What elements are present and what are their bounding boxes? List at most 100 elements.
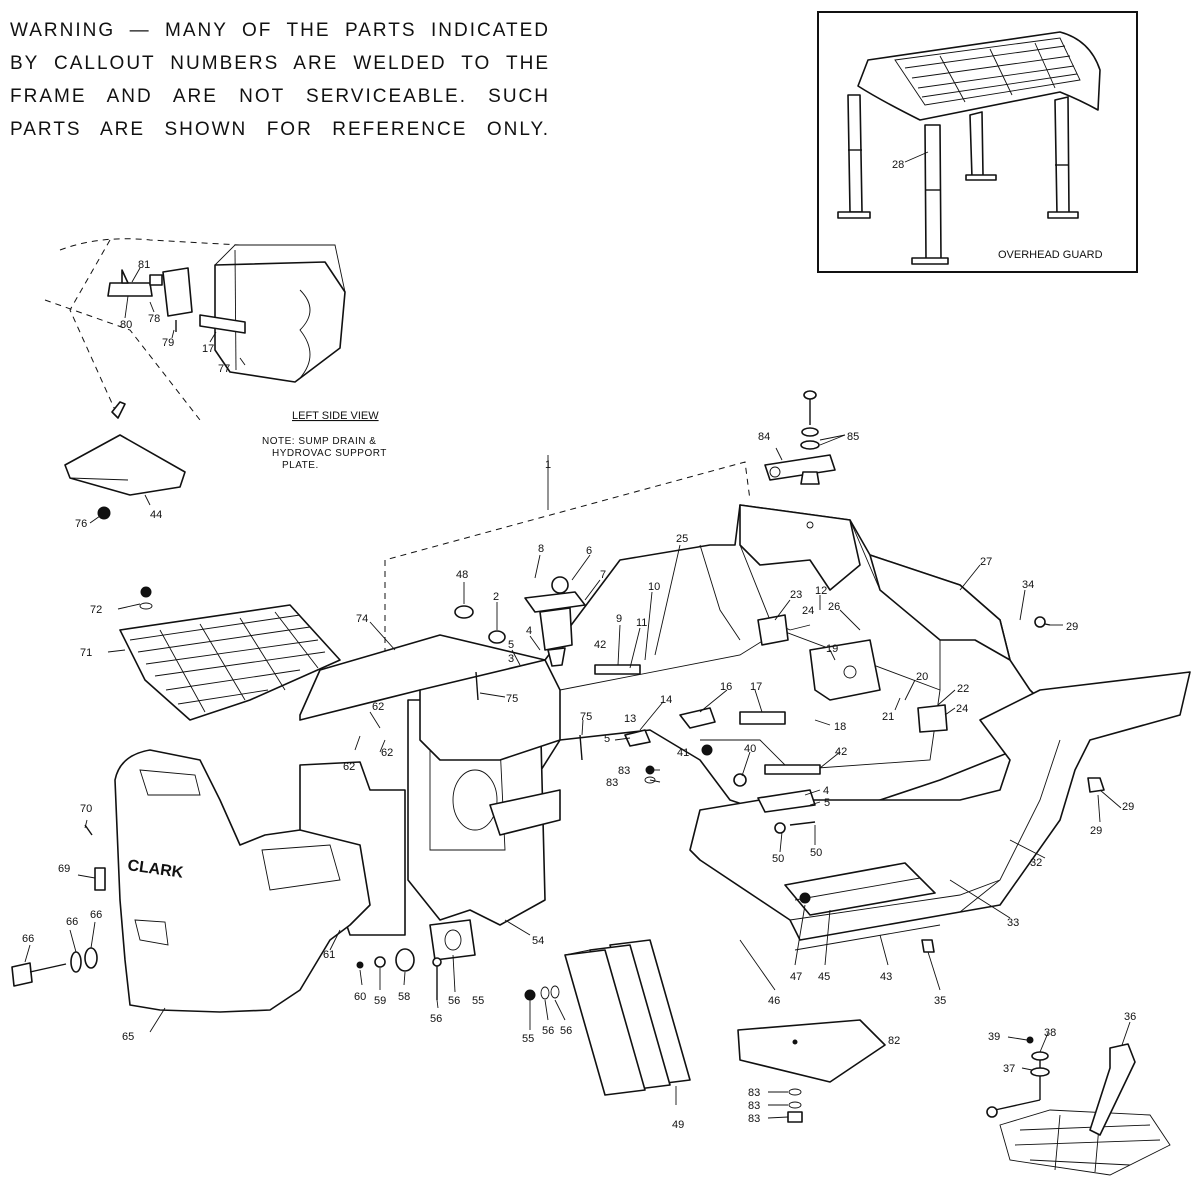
callout-19: 19 — [826, 643, 838, 655]
callout-56a: 56 — [448, 995, 460, 1007]
callout-24a: 24 — [802, 605, 814, 617]
callout-5c: 5 — [824, 797, 830, 809]
overhead-guard-caption: OVERHEAD GUARD — [998, 249, 1103, 261]
callout-46: 46 — [768, 995, 780, 1007]
callout-75b: 75 — [580, 711, 592, 723]
callout-56d: 56 — [560, 1025, 572, 1037]
callout-29a: 29 — [1066, 621, 1078, 633]
callout-48: 48 — [456, 569, 468, 581]
callout-39: 39 — [988, 1031, 1000, 1043]
callout-37: 37 — [1003, 1063, 1015, 1075]
callout-17: 17 — [750, 681, 762, 693]
callout-2: 2 — [493, 591, 499, 603]
callout-33: 33 — [1007, 917, 1019, 929]
callout-45: 45 — [818, 971, 830, 983]
callout-50a: 50 — [772, 853, 784, 865]
callout-62b: 62 — [381, 747, 393, 759]
callout-18: 18 — [834, 721, 846, 733]
left-side-view-note-2: HYDROVAC SUPPORT — [272, 448, 387, 459]
callout-13: 13 — [624, 713, 636, 725]
callout-71: 71 — [80, 647, 92, 659]
lower-hardware — [356, 919, 560, 1001]
callout-38: 38 — [1044, 1027, 1056, 1039]
callout-32: 32 — [1030, 857, 1042, 869]
callout-44: 44 — [150, 509, 162, 521]
callout-83c: 83 — [748, 1087, 760, 1099]
callout-81: 81 — [138, 259, 150, 271]
callout-5: 5 — [508, 639, 514, 651]
callout-41: 41 — [677, 747, 689, 759]
callout-28: 28 — [892, 159, 904, 171]
counterweight: CLARK — [11, 749, 371, 1013]
callout-11: 11 — [636, 617, 647, 629]
callout-80: 80 — [120, 319, 132, 331]
callout-78: 78 — [148, 313, 160, 325]
callout-27: 27 — [980, 556, 992, 568]
callout-62a: 62 — [372, 701, 384, 713]
callout-3: 3 — [508, 653, 514, 665]
callout-66c: 66 — [22, 933, 34, 945]
callout-49: 49 — [672, 1119, 684, 1131]
overhead-guard-inset: 28 OVERHEAD GUARD — [817, 11, 1138, 273]
callout-20: 20 — [916, 671, 928, 683]
callout-85: 85 — [847, 431, 859, 443]
left-side-view-title: LEFT SIDE VIEW — [292, 410, 379, 422]
callout-26: 26 — [828, 601, 840, 613]
callout-54: 54 — [532, 935, 544, 947]
callout-40: 40 — [744, 743, 756, 755]
callout-25: 25 — [676, 533, 688, 545]
callout-65: 65 — [122, 1031, 134, 1043]
callout-72: 72 — [90, 604, 102, 616]
main-frame-assembly — [299, 390, 1191, 953]
callout-4: 4 — [526, 625, 532, 637]
callout-50b: 50 — [810, 847, 822, 859]
callout-83d: 83 — [748, 1100, 760, 1112]
callout-12: 12 — [815, 585, 827, 597]
callout-17: 17 — [202, 343, 214, 355]
callout-76: 76 — [75, 518, 87, 530]
left-side-view-note-1: NOTE: SUMP DRAIN & — [262, 436, 376, 447]
callout-7: 7 — [600, 569, 606, 581]
callout-23: 23 — [790, 589, 802, 601]
callout-4b: 4 — [823, 785, 829, 797]
callout-34: 34 — [1022, 579, 1034, 591]
callout-42: 42 — [594, 639, 606, 651]
callout-75: 75 — [506, 693, 518, 705]
callout-56c: 56 — [542, 1025, 554, 1037]
callout-84: 84 — [758, 431, 770, 443]
callout-83e: 83 — [748, 1113, 760, 1125]
callout-1: 1 — [545, 459, 551, 471]
callout-77: 77 — [218, 363, 230, 375]
callout-42b: 42 — [835, 746, 847, 758]
callout-labels: 1 84 85 48 8 6 7 25 10 2 4 5 9 11 42 3 7… — [22, 431, 1136, 1131]
callout-66a: 66 — [66, 916, 78, 928]
callout-61: 61 — [323, 949, 335, 961]
callout-59: 59 — [374, 995, 386, 1007]
left-side-view-note-3: PLATE. — [282, 460, 319, 471]
weight-plates — [564, 939, 691, 1105]
callout-82: 82 — [888, 1035, 900, 1047]
callout-8: 8 — [538, 543, 544, 555]
callout-83a: 83 — [618, 765, 630, 777]
callout-43: 43 — [880, 971, 892, 983]
callout-60: 60 — [354, 991, 366, 1003]
warning-notice: WARNING — MANY OF THE PARTS INDICATED BY… — [10, 20, 550, 140]
callout-16: 16 — [720, 681, 732, 693]
callout-56b: 56 — [430, 1013, 442, 1025]
callout-55b: 55 — [522, 1033, 534, 1045]
callout-55a: 55 — [472, 995, 484, 1007]
callout-36: 36 — [1124, 1011, 1136, 1023]
floorboard-grille — [119, 586, 341, 721]
callout-69: 69 — [58, 863, 70, 875]
callout-24b: 24 — [956, 703, 968, 715]
callout-9: 9 — [616, 613, 622, 625]
callout-66b: 66 — [90, 909, 102, 921]
callout-21: 21 — [882, 711, 894, 723]
callout-70: 70 — [80, 803, 92, 815]
plate-82 — [737, 1019, 886, 1123]
leader-lines — [24, 434, 1131, 1119]
callout-6: 6 — [586, 545, 592, 557]
callout-35: 35 — [934, 995, 946, 1007]
callout-5b: 5 — [604, 733, 610, 745]
